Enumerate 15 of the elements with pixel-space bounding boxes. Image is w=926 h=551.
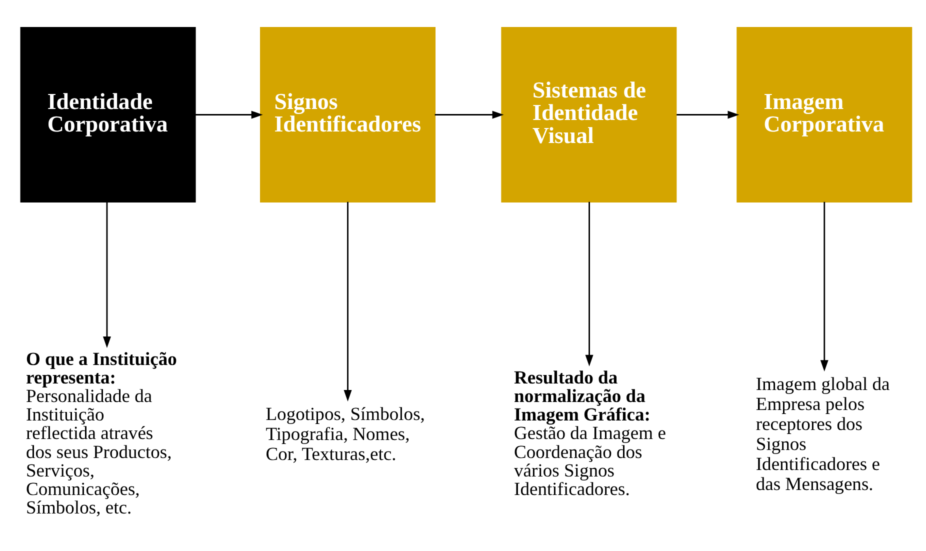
node-text: O que a Instituição representa: Personalidade da Instituição reflectida através dos seus Productos, Serviços, Comunicações, Símbolos, etc. — [26, 348, 177, 518]
node-text: Resultado da normalização da Imagem Gráfica: Gestão da Imagem e Coordenação dos vários Signos Identificadores. — [514, 367, 666, 500]
arrow — [820, 201, 828, 371]
arrow — [434, 110, 504, 118]
arrow — [102, 201, 111, 348]
node-box: Signos Identificadores — [260, 26, 436, 202]
node-text: Imagem global da Empresa pelos receptores dos Signos Identificadores e das Mensagens. — [756, 374, 890, 494]
arrow — [585, 201, 594, 366]
node-box: Identidade Corporativa — [20, 26, 196, 202]
node-text: Logotipos, Símbolos, Tipografia, Nomes, Cor, Texturas,etc. — [266, 403, 425, 464]
node-box: Imagem Corporativa — [736, 26, 912, 202]
arrow — [676, 110, 740, 118]
node-box: Sistemas de Identidade Visual — [501, 26, 677, 202]
arrow — [344, 201, 352, 401]
arrow — [195, 110, 263, 118]
